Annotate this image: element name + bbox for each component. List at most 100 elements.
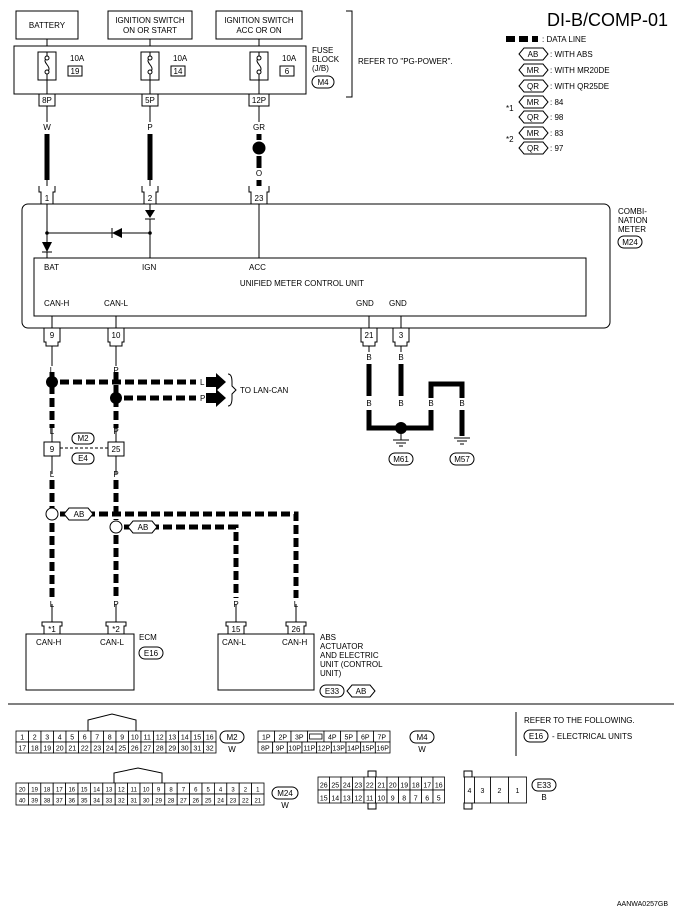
connector-pin-label: 31 <box>193 746 201 753</box>
connector-pin-label: 4 <box>468 788 472 795</box>
connector-pin-label: 13 <box>106 788 113 794</box>
connector-pin-label: 8 <box>169 788 173 794</box>
wire-color: B <box>428 399 433 408</box>
can-data-lines <box>49 372 299 598</box>
pin-label: 1 <box>45 194 50 203</box>
wire-color: O <box>256 169 262 178</box>
connector-pin-label: 21 <box>68 746 76 753</box>
wire-color: L <box>50 366 55 375</box>
connector-pin-label: 11 <box>144 735 151 742</box>
ecm-conn: E16 <box>144 649 159 658</box>
can-wire-labels: L P L P L P L P P L <box>50 366 299 609</box>
refer-title: REFER TO THE FOLLOWING. <box>524 716 635 725</box>
pin-label: 2 <box>148 194 153 203</box>
ignition-label-1: IGNITION SWITCH <box>115 16 185 25</box>
pin-label: 10 <box>112 331 121 340</box>
connector-pin-label: 4 <box>58 735 62 742</box>
acc-label-1: IGNITION SWITCH <box>224 16 294 25</box>
connector-pin-label: 12 <box>156 735 164 742</box>
pin-label: 9 <box>50 331 55 340</box>
connector-pin-label: 3 <box>481 788 485 795</box>
connector-pin-label: 15 <box>81 788 88 794</box>
connector-pin-label: 32 <box>118 799 125 805</box>
canh-label: CAN-H <box>36 638 62 647</box>
connector-pin-label: 21 <box>377 783 385 790</box>
connector-pin-label: 2P <box>278 735 287 742</box>
connector-pin-label: 17 <box>18 746 26 753</box>
connector-pin-label: 1 <box>256 788 260 794</box>
connector-pin-label: 14P <box>347 746 360 753</box>
ab-tags: AB AB <box>63 507 158 534</box>
joint-connector: 9 25 M2 E4 <box>43 432 125 465</box>
connector-pin-label: 16 <box>206 735 214 742</box>
fuse-6: 10A 6 <box>249 51 297 81</box>
ground-m61: M61 <box>393 455 409 464</box>
diagram-code: DI-B/COMP-01 <box>547 10 668 30</box>
fuse-block-label-3: (J/B) <box>312 64 329 73</box>
connector-cell <box>251 793 265 806</box>
legend: : DATA LINE AB : WITH ABS MR : WITH MR20… <box>506 35 610 155</box>
connector-pin-label: 12 <box>118 788 125 794</box>
wire-color: P <box>113 600 118 609</box>
ecm-label: ECM <box>139 633 157 642</box>
conn-color: W <box>228 745 236 754</box>
wire-color: B <box>459 399 464 408</box>
connector-pin-label: 24 <box>343 783 351 790</box>
fuse-block-label-2: BLOCK <box>312 55 340 64</box>
connector-cell <box>432 789 445 804</box>
pin-label: 3 <box>399 331 404 340</box>
pin-label: *1 <box>48 625 56 634</box>
connector-pin-label: 10 <box>143 788 150 794</box>
connector-pin-label: 6 <box>83 735 87 742</box>
meter-label: NATION <box>618 216 648 225</box>
connector-pin-label: 37 <box>56 799 63 805</box>
connector-pin-label: 19 <box>31 788 38 794</box>
connector-pin-label: 10 <box>131 735 139 742</box>
connector-key <box>367 802 377 810</box>
note1-mr: MR : 84 <box>518 95 564 109</box>
connector-pin-label: 32 <box>206 746 214 753</box>
meter-conn: M24 <box>622 238 638 247</box>
wire-color: B <box>398 353 403 362</box>
conn-color: W <box>418 745 426 754</box>
conn-id: M24 <box>277 789 293 798</box>
fuse-num: 6 <box>285 67 290 76</box>
connector-pin-label: 4P <box>328 735 337 742</box>
canl-label: CAN-L <box>222 638 247 647</box>
meter-top-pins: 1 2 23 <box>38 186 270 205</box>
connector-pin-label: 10 <box>377 796 385 803</box>
connector-pin-label: 12 <box>354 796 362 803</box>
connector-pin-label: 8 <box>108 735 112 742</box>
connector-pin-label: 18 <box>31 746 39 753</box>
connector-pin-label: 16P <box>376 746 389 753</box>
connector-pin-label: 10P <box>288 746 301 753</box>
battery-label: BATTERY <box>29 21 66 30</box>
connector-pin-label: 39 <box>31 799 38 805</box>
ground-icon <box>454 437 470 445</box>
abs-label: ACTUATOR <box>320 642 363 651</box>
connector-pin-label: 13 <box>168 735 176 742</box>
gnd-label: GND <box>389 299 407 308</box>
connector-pin-label: 25 <box>205 799 212 805</box>
ground-m57: M57 <box>454 455 470 464</box>
fuse-output-pins: 8P 5P 12P <box>38 93 270 107</box>
connector-pin-label: 28 <box>168 799 175 805</box>
connector-pin-label: 5 <box>207 788 211 794</box>
fuse-block-conn: M4 <box>317 78 329 87</box>
connector-pin-label: 6 <box>425 796 429 803</box>
pin-label: 12P <box>252 96 266 105</box>
connector-labels: M2 W M4 W M24 W E33 B <box>219 730 557 810</box>
connector-pin-label: 14 <box>93 788 100 794</box>
conn-e4: E4 <box>78 454 88 463</box>
wire-color: L <box>200 378 205 387</box>
connector-pin-label: 1 <box>516 788 520 795</box>
note2-qr-val: : 97 <box>550 144 564 153</box>
note1-mark: *1 <box>506 104 514 113</box>
power-wires <box>44 106 266 186</box>
connector-pin-label: 20 <box>19 788 26 794</box>
tag-qr-icon: QR <box>527 82 539 91</box>
note1-mr-val: : 84 <box>550 98 564 107</box>
pin-label: 15 <box>232 625 241 634</box>
